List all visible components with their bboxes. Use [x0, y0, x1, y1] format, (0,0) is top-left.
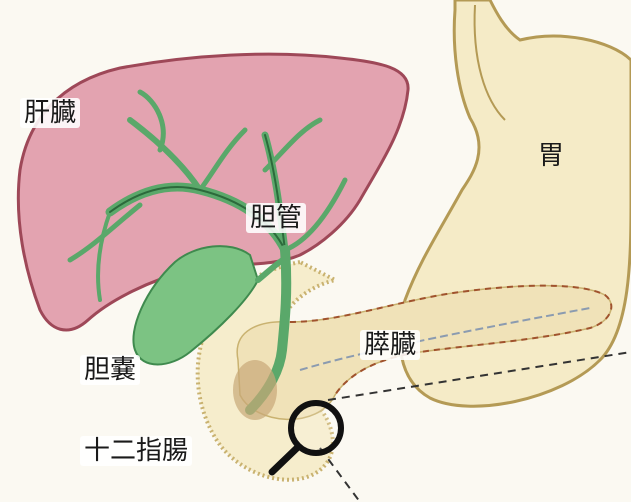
- label-bile-duct: 胆管: [246, 203, 306, 233]
- label-pancreas: 膵臓: [360, 330, 420, 360]
- label-stomach: 胃: [538, 143, 564, 169]
- label-duodenum: 十二指腸: [80, 436, 192, 466]
- label-liver: 肝臓: [20, 98, 80, 128]
- ampulla: [233, 360, 277, 420]
- label-gallbladder: 胆嚢: [80, 355, 140, 385]
